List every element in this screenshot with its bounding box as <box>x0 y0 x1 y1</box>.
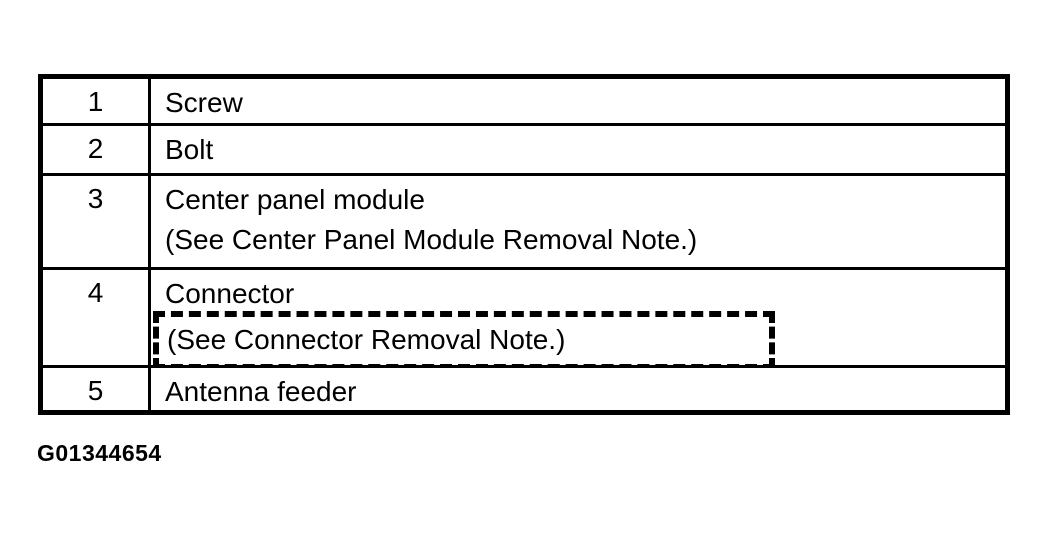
part-description-line: Connector <box>165 278 295 309</box>
part-number-cell: 3 <box>43 176 151 267</box>
part-description-cell: Center panel module (See Center Panel Mo… <box>151 176 1005 267</box>
part-description-line: Antenna feeder <box>165 376 357 407</box>
part-description-cell: Antenna feeder <box>151 368 1005 410</box>
table-row: 5 Antenna feeder <box>43 365 1005 410</box>
table-row: 2 Bolt <box>43 123 1005 173</box>
table-row: 3 Center panel module (See Center Panel … <box>43 173 1005 267</box>
part-description-line: Screw <box>165 87 243 118</box>
dashed-highlight-box: (See Connector Removal Note.) <box>153 311 775 365</box>
figure-id-label: G01344654 <box>37 440 162 466</box>
part-number-cell: 5 <box>43 368 151 410</box>
table-row: 1 Screw <box>43 79 1005 123</box>
part-description-line: Center panel module <box>165 184 425 215</box>
part-number-cell: 4 <box>43 270 151 365</box>
removal-note-line: (See Center Panel Module Removal Note.) <box>165 224 698 255</box>
part-number-cell: 1 <box>43 79 151 123</box>
part-description-cell: Screw <box>151 79 1005 123</box>
parts-legend-table: 1 Screw 2 Bolt 3 Center panel module (Se… <box>38 74 1010 415</box>
part-description-line: Bolt <box>165 134 214 165</box>
part-description-cell: Bolt <box>151 126 1005 173</box>
table-row: 4 Connector (See Connector Removal Note.… <box>43 267 1005 365</box>
removal-note-line: (See Connector Removal Note.) <box>167 324 566 355</box>
part-description-cell: Connector (See Connector Removal Note.) <box>151 270 1005 365</box>
part-number-cell: 2 <box>43 126 151 173</box>
